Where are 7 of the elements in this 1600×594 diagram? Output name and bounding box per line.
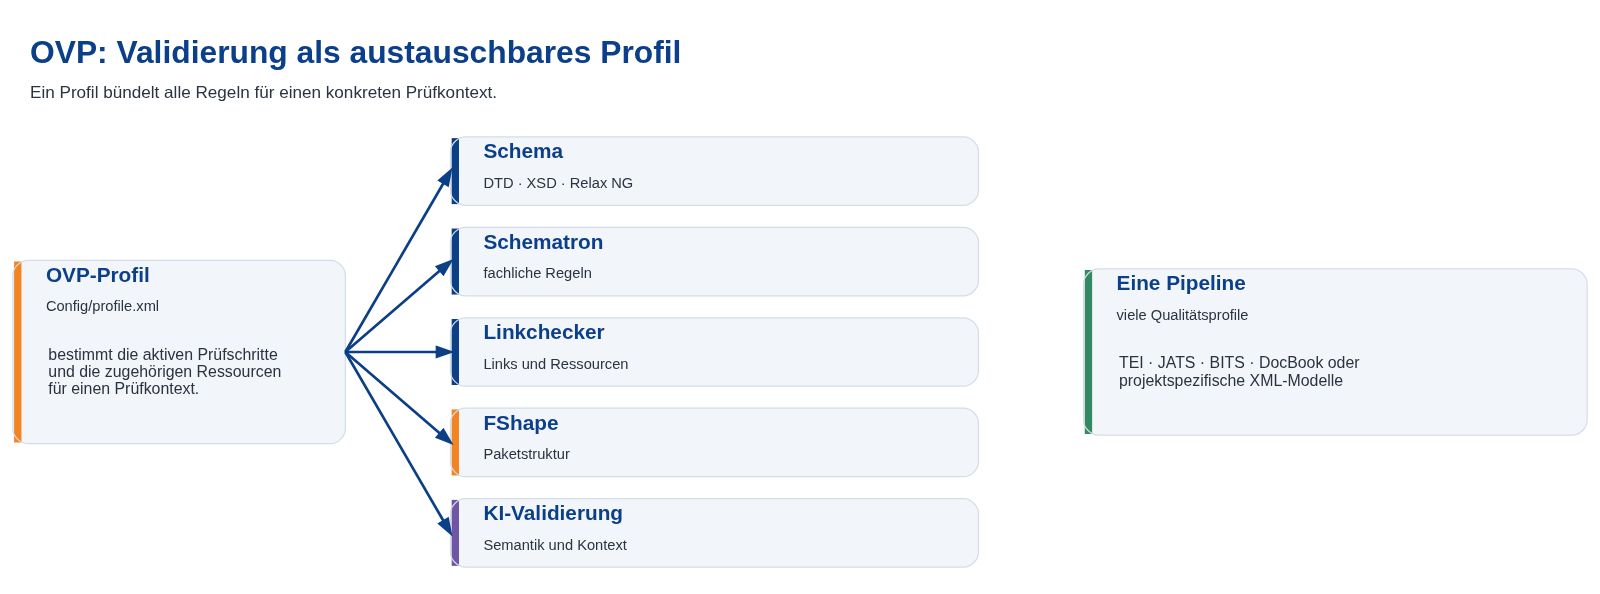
caption: Ein Profil bündelt alle Regeln für einen konkreten Prüfkontext.: [30, 83, 497, 103]
arrow: [344, 258, 454, 354]
arrow: [345, 345, 455, 359]
diagram-title: OVP: Validierung als austauschbares Profil: [30, 34, 682, 71]
arrow: [344, 350, 454, 446]
arrow: [344, 351, 453, 537]
arrow: [344, 167, 453, 353]
